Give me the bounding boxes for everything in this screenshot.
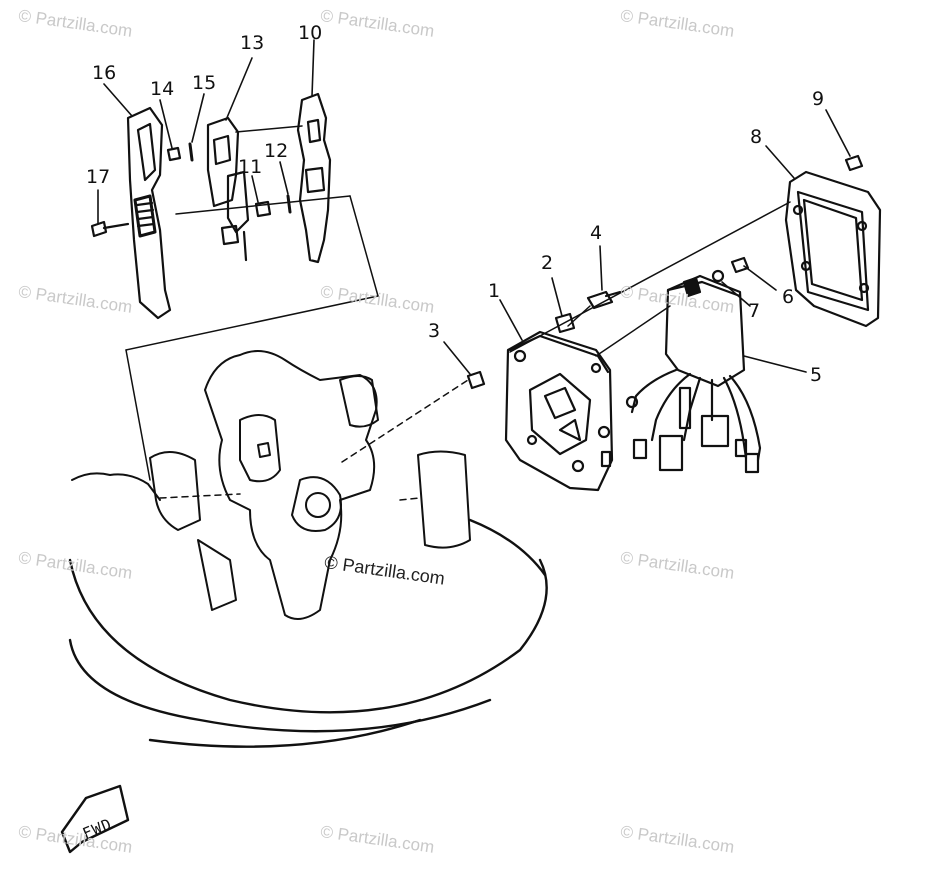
callout-12: 12	[264, 140, 289, 162]
bolt-11	[254, 200, 272, 218]
plate-guide-lines	[341, 201, 791, 463]
screw-6	[730, 256, 750, 274]
callout-15: 15	[192, 72, 217, 94]
pin-15	[188, 142, 194, 162]
washer-7	[711, 269, 725, 283]
callout-13: 13	[240, 32, 265, 54]
bottom-cowling	[68, 518, 548, 748]
grommet-3	[466, 370, 486, 390]
leader-lines	[97, 39, 851, 375]
bolt-17	[90, 220, 130, 238]
cover-8	[784, 170, 882, 328]
callout-3: 3	[428, 320, 441, 342]
callout-10: 10	[298, 22, 323, 44]
control-unit-5	[625, 274, 762, 474]
callout-4: 4	[590, 222, 603, 244]
callout-1: 1	[488, 280, 501, 302]
bracket-guide-lines	[125, 125, 379, 481]
callout-16: 16	[92, 62, 117, 84]
callout-6: 6	[782, 286, 795, 308]
callout-8: 8	[750, 126, 763, 148]
callout-9: 9	[812, 88, 825, 110]
bracket-16	[126, 106, 172, 320]
bracket-13	[206, 116, 250, 262]
callout-5: 5	[810, 364, 823, 386]
callout-2: 2	[541, 252, 554, 274]
callout-7: 7	[748, 300, 761, 322]
bracket-10	[296, 92, 332, 264]
screw-9	[844, 154, 864, 172]
bolt-4	[586, 290, 622, 310]
callout-17: 17	[86, 166, 111, 188]
pin-12	[286, 194, 292, 214]
mounting-plate-1	[504, 330, 614, 492]
fwd-arrow	[60, 784, 130, 854]
callout-14: 14	[150, 78, 175, 100]
bolt-14	[166, 146, 182, 162]
engine-block	[71, 350, 471, 620]
collar-2	[554, 312, 576, 334]
callout-11: 11	[238, 156, 263, 178]
